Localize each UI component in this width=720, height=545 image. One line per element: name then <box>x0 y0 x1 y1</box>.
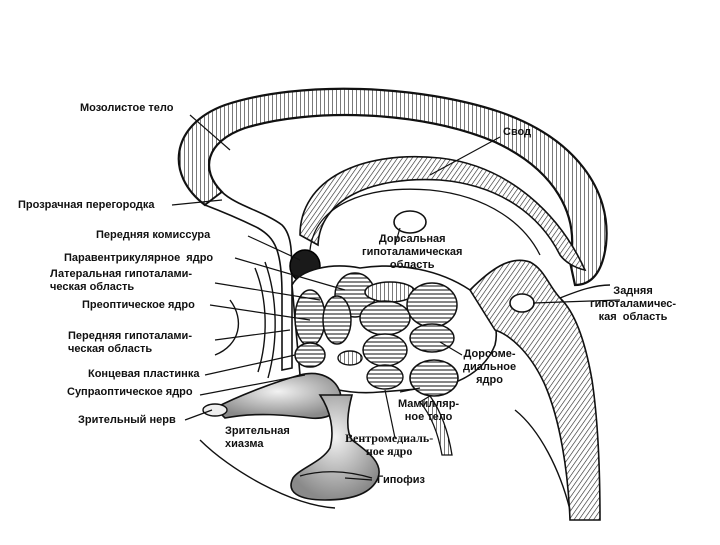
label-mammillary-body: Мамилляр- ное тело <box>398 398 460 423</box>
left-contours <box>199 261 571 511</box>
label-dorsal-hypothalamic-area: Дорсальная гипоталамическая область <box>362 233 463 271</box>
label-anterior-commissure: Передняя комиссура <box>96 229 211 241</box>
label-dorsomedial-nucleus: Дорсоме- диальное ядро <box>463 348 517 386</box>
label-optic-chiasm: Зрительная хиазма <box>225 425 290 450</box>
label-corpus-callosum: Мозолистое тело <box>80 102 174 114</box>
label-ventromedial-nucleus: Вентромедиаль- ное ядро <box>345 431 434 458</box>
mammillary-tract <box>419 395 453 456</box>
posterior-area-oval <box>509 293 535 313</box>
dorsal-area-oval <box>393 210 427 234</box>
label-lateral-hypothalamic-area: Латеральная гипоталами- ческая область <box>50 268 193 293</box>
label-optic-nerve: Зрительный нерв <box>78 414 176 426</box>
mammillary-body-shape <box>409 359 459 397</box>
leader-lines <box>171 114 621 481</box>
label-fornix: Свод <box>503 126 532 138</box>
label-anterior-hypothalamic-area: Передняя гипоталами- ческая область <box>68 330 192 355</box>
label-lamina-terminalis: Концевая пластинка <box>88 368 200 380</box>
label-paraventricular-nucleus: Паравентрикулярное ядро <box>64 252 214 264</box>
brainstem-shape <box>468 259 611 521</box>
label-preoptic-nucleus: Преоптическое ядро <box>82 299 195 311</box>
optic-chiasm-shape <box>202 372 342 419</box>
pituitary-shape <box>290 394 380 501</box>
label-supraoptic-nucleus: Супраоптическое ядро <box>67 386 193 398</box>
septum-pellucidum-shape <box>203 190 293 371</box>
fornix-shape <box>299 155 587 272</box>
label-pituitary: Гипофиз <box>377 474 425 486</box>
label-posterior-hypothalamic-area: Задняя гипоталамичес- кая область <box>590 285 677 323</box>
label-septum-pellucidum: Прозрачная перегородка <box>18 199 155 211</box>
